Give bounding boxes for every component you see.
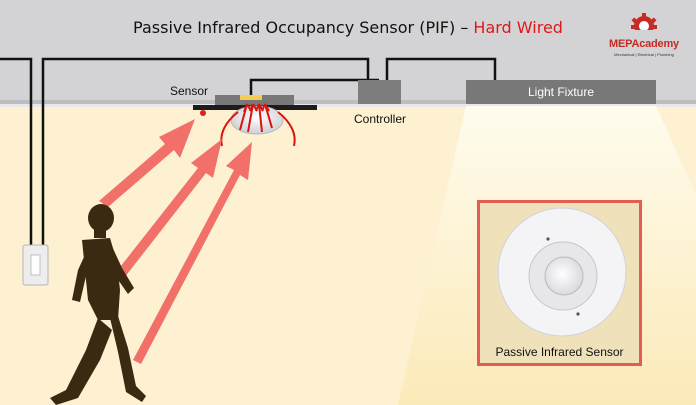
ir-arrow-2 (113, 139, 222, 282)
gear-icon (630, 13, 658, 38)
title-highlight: Hard Wired (473, 18, 563, 37)
photo-screw-top (546, 237, 550, 241)
ceiling-line (0, 100, 696, 104)
wall-switch-toggle (30, 254, 41, 276)
ir-arrow-3 (133, 142, 252, 364)
ir-arrow-1 (99, 119, 195, 207)
logo-name: MEPAcademy (609, 38, 679, 50)
controller-box (358, 80, 401, 104)
controller-label: Controller (354, 112, 407, 126)
title-text: Passive Infrared Occupancy Sensor (PIF) … (133, 18, 474, 37)
photo-sensor-lens (544, 256, 584, 296)
product-photo-caption: Passive Infrared Sensor (495, 345, 624, 359)
light-fixture-label: Light Fixture (527, 85, 595, 99)
sensor-housing (215, 95, 294, 106)
sensor-label: Sensor (170, 84, 209, 98)
ceiling-edge (0, 104, 696, 107)
product-photo-frame (477, 200, 642, 366)
wiring (0, 57, 497, 248)
mep-academy-logo: MEPAcademy Mechanical | Electrical | Plu… (596, 8, 692, 62)
logo-tagline: Mechanical | Electrical | Plumbing (614, 52, 674, 57)
sensor-element (240, 95, 262, 100)
infrared-arrows (99, 119, 252, 364)
person-silhouette (50, 204, 146, 405)
diagram-title: Passive Infrared Occupancy Sensor (PIF) … (0, 18, 696, 37)
detection-field (220, 103, 296, 147)
light-fixture (466, 80, 656, 104)
status-led (200, 110, 206, 116)
photo-screw-bottom (576, 312, 580, 316)
